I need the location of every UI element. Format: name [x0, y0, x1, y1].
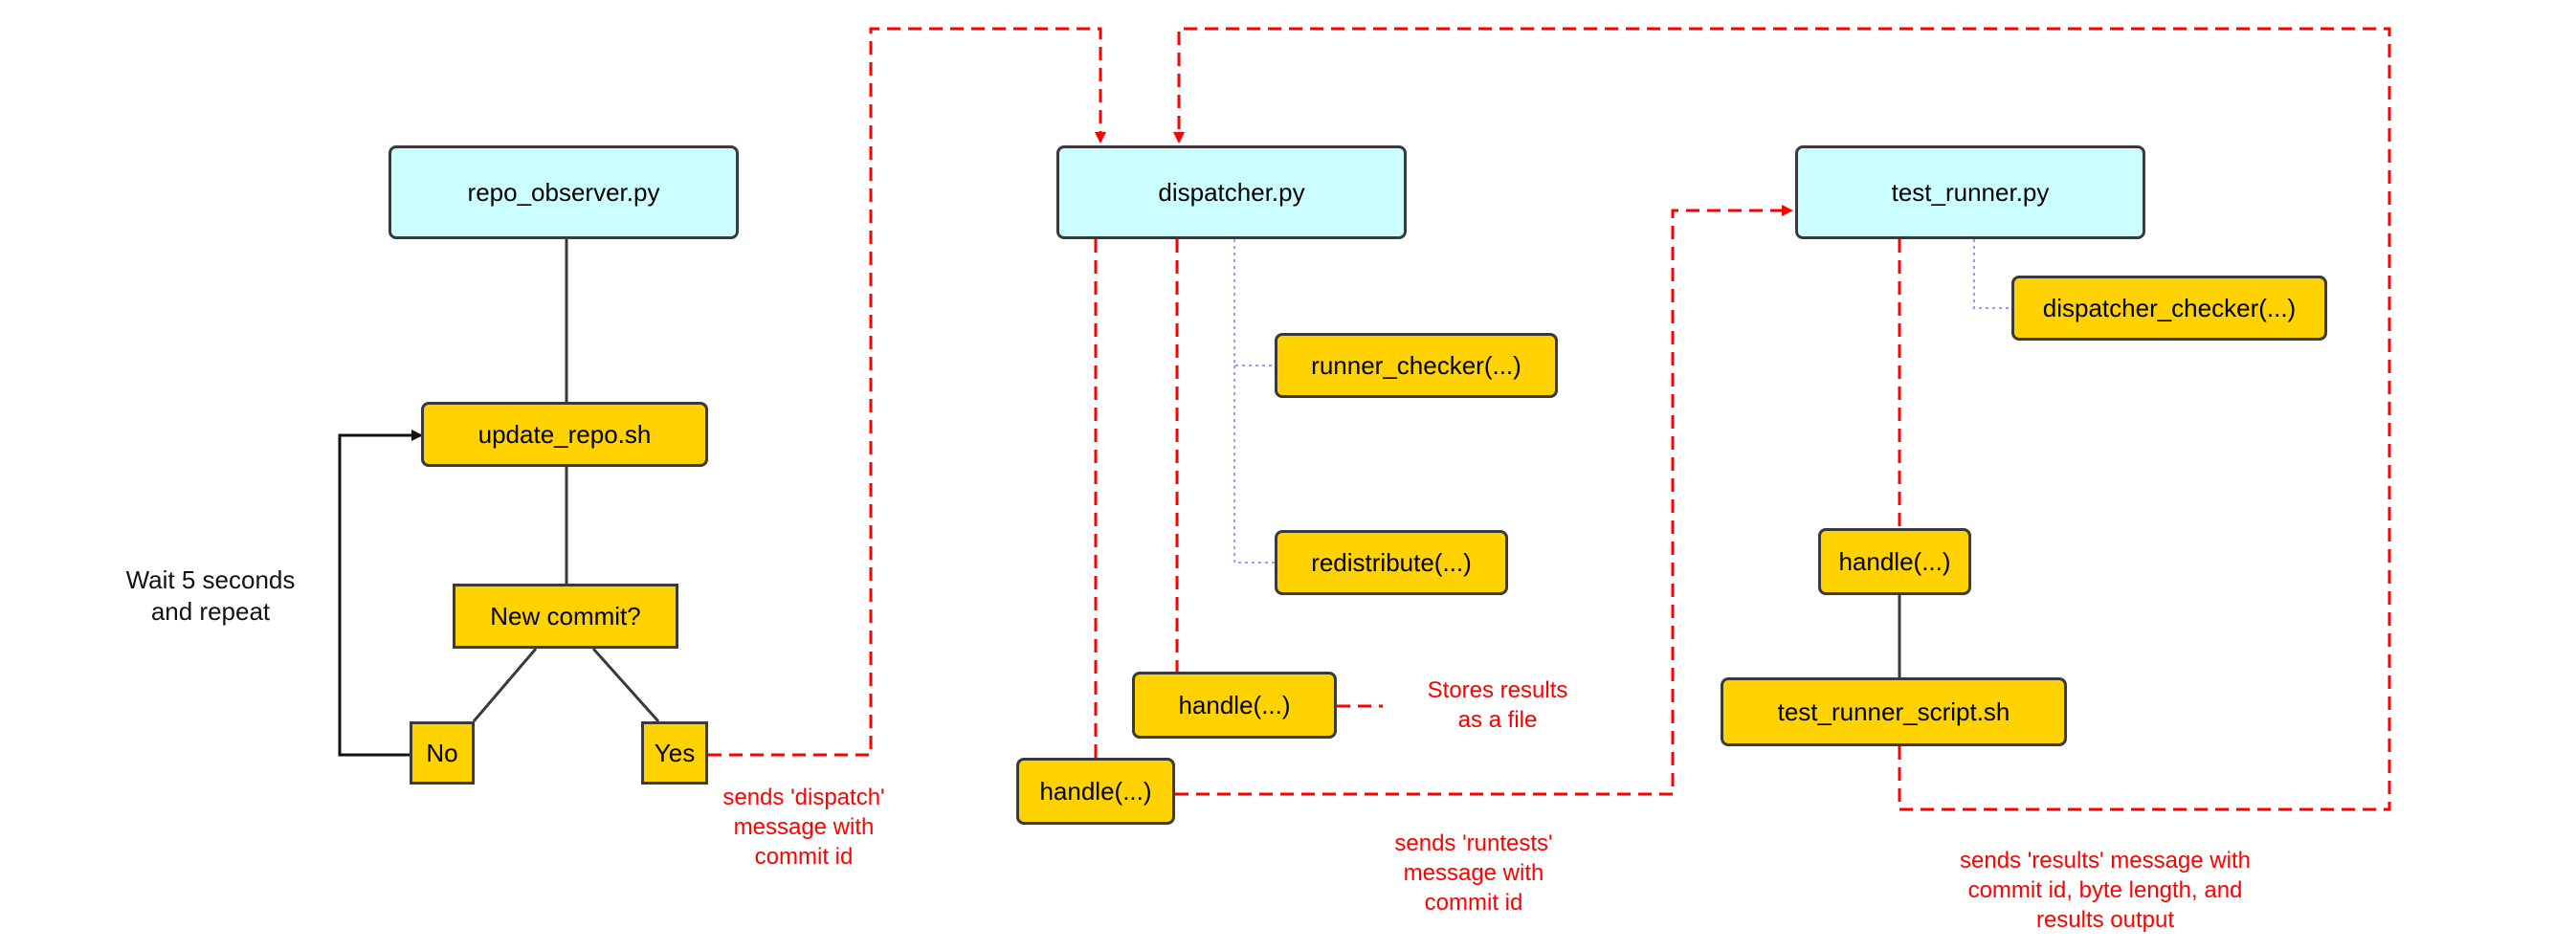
update-repo-script: update_repo.sh — [421, 402, 708, 467]
line-newcommit-to-no — [472, 648, 538, 722]
dotted-links — [1233, 239, 2011, 564]
message-lines — [708, 27, 2391, 811]
sends-dispatch-note: sends 'dispatch' message with commit id — [722, 785, 885, 870]
dispatcher-module: dispatcher.py — [1056, 145, 1407, 239]
decision-yes: Yes — [641, 721, 708, 785]
test-runner-handle-function: handle(...) — [1818, 528, 1971, 595]
new-commit-decision: New commit? — [453, 584, 678, 649]
stores-results-note: Stores results as a file — [1427, 677, 1568, 733]
test-runner-module: test_runner.py — [1795, 145, 2145, 239]
msg-results-to-dispatcher — [1173, 27, 2391, 811]
call-lines — [472, 239, 1901, 723]
wait-note: Wait 5 seconds and repeat — [125, 565, 296, 626]
dispatcher-handle-dispatch-function: handle(...) — [1016, 758, 1175, 825]
redistribute-function: redistribute(...) — [1275, 530, 1508, 595]
dispatcher-checker-function: dispatcher_checker(...) — [2011, 276, 2327, 341]
dotted-dispatcher-runner-checker — [1233, 239, 1275, 366]
loop-arrow — [338, 430, 423, 757]
decision-no: No — [410, 721, 475, 785]
msg-dispatch-to-testrunner — [1175, 205, 1793, 796]
sends-results-note: sends 'results' message with commit id, … — [1960, 848, 2251, 933]
sends-runtests-note: sends 'runtests' message with commit id — [1394, 830, 1553, 916]
msg-yes-to-dispatcher — [708, 27, 1106, 757]
runner-checker-function: runner_checker(...) — [1275, 333, 1558, 398]
test-runner-script: test_runner_script.sh — [1721, 677, 2067, 746]
dotted-dispatcher-redistribute — [1233, 365, 1275, 564]
dispatcher-handle-results-function: handle(...) — [1132, 672, 1337, 739]
repo-observer-module: repo_observer.py — [389, 145, 739, 239]
line-newcommit-to-yes — [591, 647, 660, 723]
dotted-testrunner-dispatcher-checker — [1973, 239, 2011, 309]
